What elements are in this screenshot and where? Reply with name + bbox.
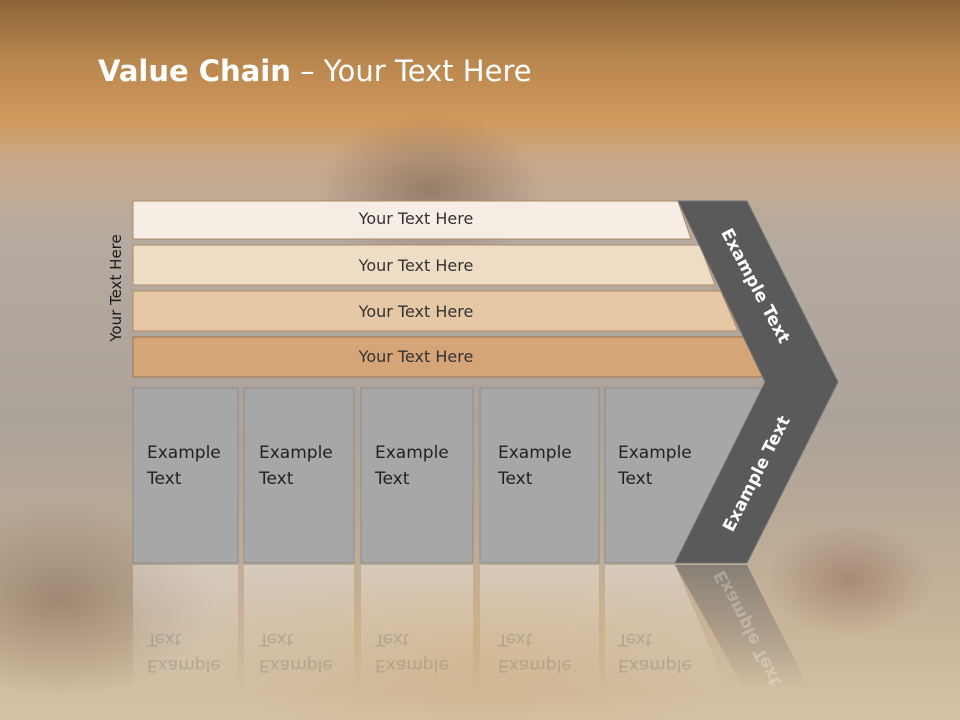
box-2-reflection-line1: Example [259, 655, 333, 675]
box-2-line2: Text [259, 469, 294, 489]
slide-title: Value Chain – Your Text Here [98, 54, 532, 88]
bar-1-label: Your Text Here [358, 209, 474, 228]
box-1-line1: Example [147, 443, 221, 463]
box-3-line1: Example [375, 443, 449, 463]
box-5-line1: Example [618, 443, 692, 463]
box-5-reflection-line2: Text [618, 629, 653, 649]
box-4 [479, 387, 600, 564]
box-reflection-4 [480, 565, 599, 695]
box-3-reflection-line1: Example [375, 655, 449, 675]
slide-title-rest: – Your Text Here [290, 54, 532, 88]
box-2 [243, 387, 355, 564]
box-1-reflection-line2: Text [147, 629, 182, 649]
bar-4-label: Your Text Here [358, 347, 474, 366]
chevron-reflection [675, 565, 810, 690]
bar-1 [132, 200, 692, 240]
bar-2-label: Your Text Here [358, 256, 474, 275]
box-1-reflection-label: Example Text [147, 626, 247, 678]
box-4-reflection-line2: Text [498, 629, 533, 649]
box-3-reflection-label: Example Text [375, 626, 475, 678]
bar-3-label: Your Text Here [358, 302, 474, 321]
chevron-arrow [674, 200, 839, 564]
box-1 [132, 387, 239, 564]
box-3-reflection-line2: Text [375, 629, 410, 649]
box-3-line2: Text [375, 469, 410, 489]
box-3 [360, 387, 474, 564]
box-4-reflection-line1: Example [498, 655, 572, 675]
bar-3 [132, 290, 739, 332]
box-2-reflection-line2: Text [259, 629, 294, 649]
box-2-line1: Example [259, 443, 333, 463]
box-2-reflection-label: Example Text [259, 626, 359, 678]
box-reflection-3 [361, 565, 473, 695]
box-1-line2: Text [147, 469, 182, 489]
box-1-reflection-line1: Example [147, 655, 221, 675]
box-5-reflection-line1: Example [618, 655, 692, 675]
box-4-line2: Text [498, 469, 533, 489]
box-5-line2: Text [618, 469, 653, 489]
box-reflection-1 [133, 565, 238, 695]
box-5-reflection-label: Example Text [618, 626, 718, 678]
box-4-line1: Example [498, 443, 572, 463]
box-reflection-2 [244, 565, 354, 695]
slide-title-bold: Value Chain [98, 54, 291, 88]
box-4-reflection-label: Example Text [498, 626, 598, 678]
bar-2 [132, 244, 716, 286]
box-reflection-5 [605, 565, 730, 695]
